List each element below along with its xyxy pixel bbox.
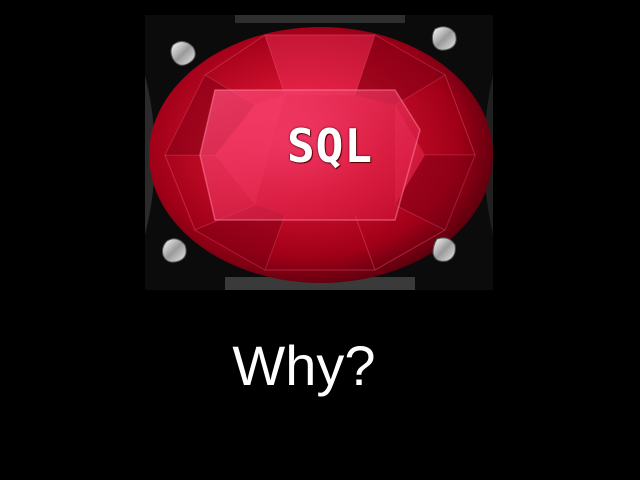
slide-title: Why?: [232, 334, 376, 397]
ruby-gemstone-icon: [145, 15, 493, 290]
ruby-gemstone-image: SQL: [145, 15, 493, 290]
image-label-sql: SQL: [286, 119, 374, 173]
